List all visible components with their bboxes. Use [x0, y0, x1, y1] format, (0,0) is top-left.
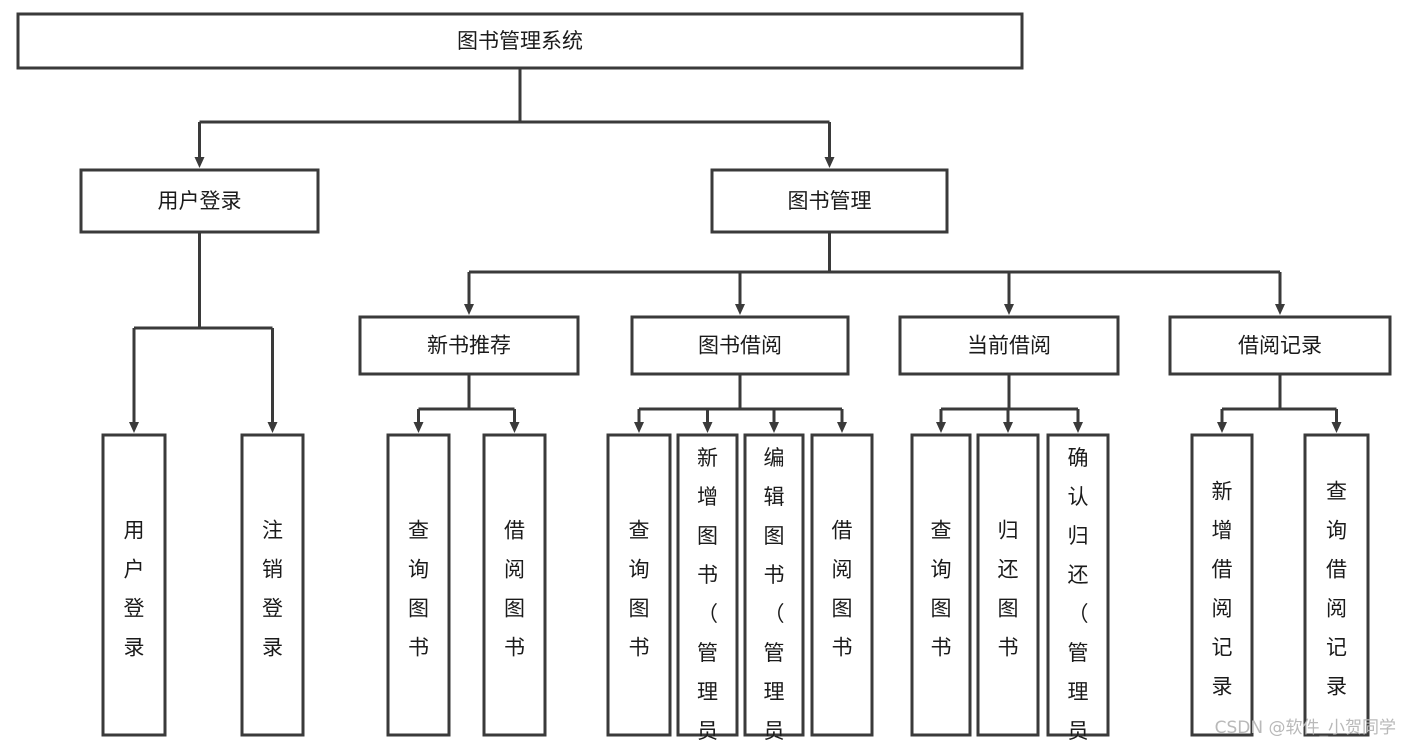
node-rect [101, 433, 167, 737]
leaf-node-6-编辑图书管理[interactable]: 编辑图书（管理员） [743, 433, 805, 747]
node-rect [910, 433, 972, 737]
node-label: 查询图书 [931, 518, 952, 659]
node-label: 查询图书 [408, 518, 429, 659]
level3-node-1-图书借阅[interactable]: 图书借阅 [630, 315, 850, 376]
node-label: 借阅图书 [832, 518, 853, 659]
leaf-node-0-用户登录[interactable]: 用户登录 [101, 433, 167, 737]
level2-node-1-图书管理[interactable]: 图书管理 [710, 168, 949, 234]
connector-lines [129, 68, 1342, 433]
node-label: 新增图书（管理员） [697, 446, 718, 747]
node-label: 用户登录 [158, 189, 242, 213]
csdn-watermark: CSDN @软件_小贺同学 [1215, 718, 1396, 738]
node-rect [676, 433, 739, 737]
node-rect [710, 168, 949, 234]
node-label: 当前借阅 [967, 334, 1051, 358]
node-label: 查询借阅记录 [1326, 479, 1347, 698]
node-label: 查询图书 [629, 518, 650, 659]
node-label: 借阅图书 [504, 518, 525, 659]
node-rect [898, 315, 1120, 376]
level3-node-2-当前借阅[interactable]: 当前借阅 [898, 315, 1120, 376]
node-rect [976, 433, 1040, 737]
node-label: 用户登录 [124, 518, 145, 659]
node-rect [358, 315, 580, 376]
node-rect [1046, 433, 1110, 737]
node-label: 注销登录 [262, 518, 283, 659]
leaf-node-2-查询图书[interactable]: 查询图书 [386, 433, 451, 737]
node-label: 归还图书 [998, 518, 1019, 659]
node-rect [482, 433, 547, 737]
node-label: 确认归还（管理员） [1068, 446, 1089, 747]
level2-node-0-用户登录[interactable]: 用户登录 [79, 168, 320, 234]
node-rect [743, 433, 805, 737]
leaf-node-5-新增图书管理[interactable]: 新增图书（管理员） [676, 433, 739, 747]
node-rect [79, 168, 320, 234]
leaf-node-11-新增借阅记录[interactable]: 新增借阅记录 [1190, 433, 1254, 737]
leaf-node-4-查询图书[interactable]: 查询图书 [606, 433, 672, 737]
leaf-node-12-查询借阅记录[interactable]: 查询借阅记录 [1303, 433, 1370, 737]
node-label: 新书推荐 [427, 334, 511, 358]
node-rect [16, 12, 1024, 70]
leaf-node-3-借阅图书[interactable]: 借阅图书 [482, 433, 547, 737]
leaf-node-10-确认归还管理[interactable]: 确认归还（管理员） [1046, 433, 1110, 747]
node-label: 借阅记录 [1238, 334, 1322, 358]
node-rect [240, 433, 305, 737]
node-rect [810, 433, 874, 737]
node-rect [606, 433, 672, 737]
node-label: 图书管理 [788, 189, 872, 213]
leaf-node-7-借阅图书[interactable]: 借阅图书 [810, 433, 874, 737]
leaf-node-9-归还图书[interactable]: 归还图书 [976, 433, 1040, 737]
leaf-node-8-查询图书[interactable]: 查询图书 [910, 433, 972, 737]
node-label: 新增借阅记录 [1212, 479, 1233, 698]
root-node-0-图书管理系统[interactable]: 图书管理系统 [16, 12, 1024, 70]
node-label: 图书借阅 [698, 334, 782, 358]
level3-node-3-借阅记录[interactable]: 借阅记录 [1168, 315, 1392, 376]
node-rect [1303, 433, 1370, 737]
node-label: 编辑图书（管理员） [764, 446, 785, 747]
node-rect [386, 433, 451, 737]
node-rect [1168, 315, 1392, 376]
node-boxes: 图书管理系统用户登录图书管理新书推荐图书借阅当前借阅借阅记录用户登录注销登录查询… [16, 12, 1392, 747]
node-rect [1190, 433, 1254, 737]
leaf-node-1-注销登录[interactable]: 注销登录 [240, 433, 305, 737]
node-label: 图书管理系统 [457, 29, 583, 53]
level3-node-0-新书推荐[interactable]: 新书推荐 [358, 315, 580, 376]
node-rect [630, 315, 850, 376]
